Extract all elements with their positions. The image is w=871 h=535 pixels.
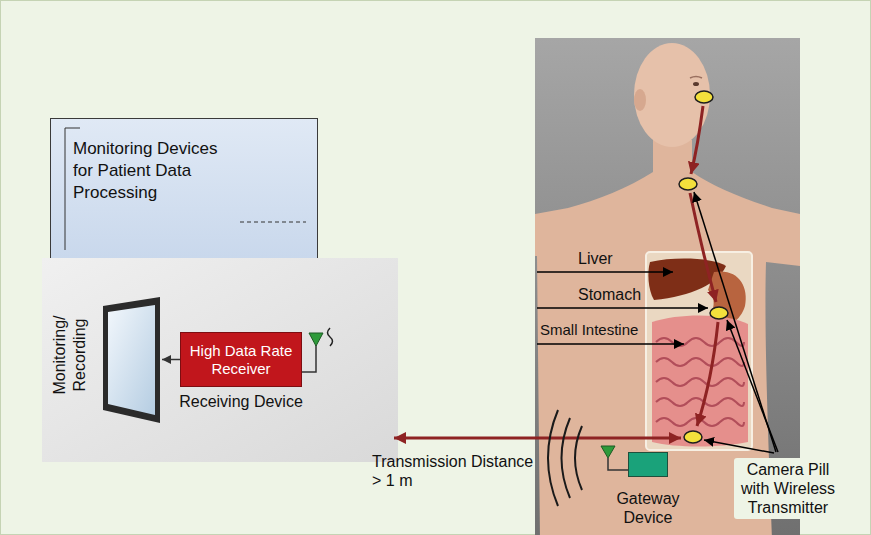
- monitor-frame: [103, 297, 160, 423]
- intestine-fold: [656, 378, 744, 386]
- camera-pill: [710, 307, 728, 319]
- antenna-feed: [302, 345, 316, 372]
- pill-route: [690, 106, 718, 426]
- leader-arrows: [537, 192, 778, 453]
- radio-wave: [575, 426, 582, 490]
- monitor-glass: [108, 305, 155, 415]
- organ-label: Liver: [578, 249, 613, 268]
- leader-arrow: [727, 320, 778, 452]
- antenna-feed: [608, 458, 628, 470]
- radio-wave: [548, 410, 558, 506]
- leader-arrow: [537, 343, 684, 345]
- callout-label: Camera Pill with Wireless Transmitter: [734, 458, 842, 519]
- monitor-screen: Monitoring/ Recording: [100, 296, 162, 424]
- route-segment: [697, 322, 718, 426]
- camera-pill: [679, 178, 697, 190]
- shape-outline: [100, 296, 162, 424]
- distance-label: Transmission Distance > 1 m: [372, 452, 542, 490]
- signal-arrow: [162, 359, 180, 361]
- organ-inset: [646, 252, 752, 450]
- gateway-caption: Gateway Device: [608, 489, 688, 527]
- intestine-fold: [656, 358, 744, 366]
- leader-arrow: [704, 440, 774, 453]
- ear: [634, 89, 646, 111]
- antenna-symbol: [601, 446, 615, 458]
- camera-pills: [679, 91, 728, 443]
- monitor-caption: Monitoring/ Recording: [50, 305, 90, 405]
- antenna-symbol: [309, 333, 323, 346]
- leader-arrow: [537, 271, 673, 273]
- leader-arrow: [537, 307, 708, 309]
- radio-wave: [562, 418, 571, 498]
- transmission-arrow: [394, 437, 681, 440]
- panel-title: Monitoring Devices for Patient Data Proc…: [73, 119, 223, 204]
- receiver-panel: [42, 258, 398, 462]
- intestine-fold: [656, 338, 744, 346]
- gateway-box: Gateway Device: [628, 452, 668, 477]
- organ-label: Small Intestine: [540, 321, 638, 339]
- eye: [693, 82, 699, 86]
- radio-waves: [548, 410, 582, 506]
- eyebrow: [690, 77, 702, 79]
- signal-squiggle: [328, 328, 333, 346]
- panel-fill: [50, 118, 318, 258]
- route-segment: [691, 106, 703, 174]
- device-caption: Receiving Device: [161, 392, 321, 411]
- receiver-box: High Data Rate ReceiverReceiving Device: [180, 332, 302, 387]
- dashed-rule: [240, 222, 306, 223]
- device-panel: Monitoring Devices for Patient Data Proc…: [50, 118, 318, 258]
- intestine-fold: [656, 398, 744, 406]
- camera-pill: [695, 91, 713, 103]
- receiver-title: High Data Rate Receiver: [181, 337, 301, 383]
- organ-label: Stomach: [578, 285, 641, 304]
- camera-pill: [684, 431, 702, 443]
